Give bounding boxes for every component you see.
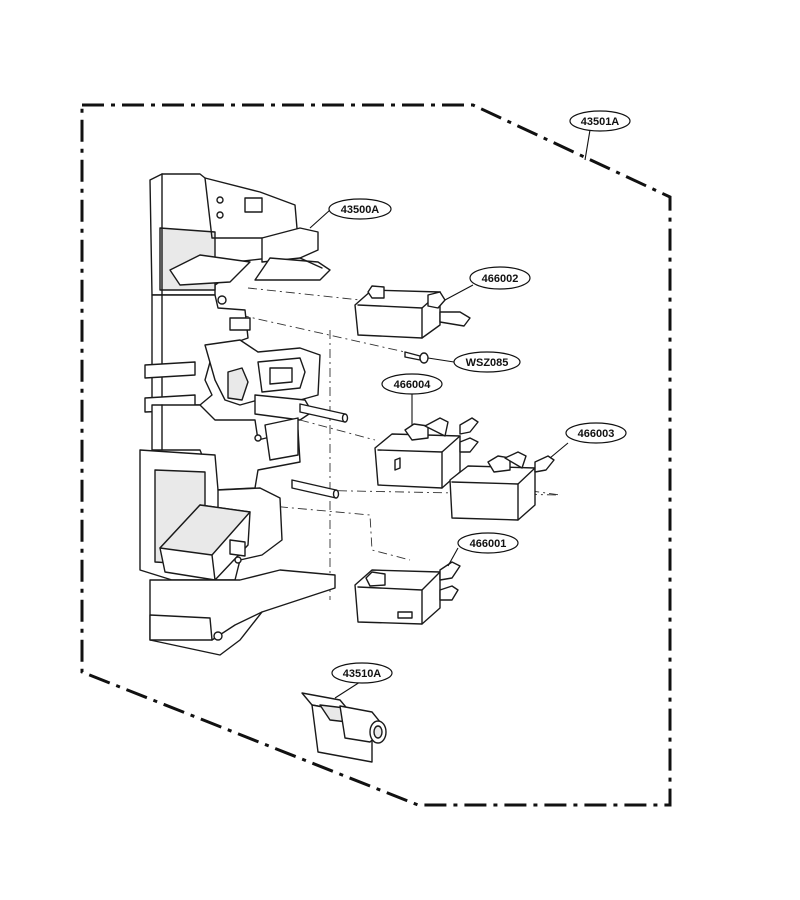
micro-switch-466004 xyxy=(374,417,479,489)
callout-466001: 466001 xyxy=(457,532,519,554)
micro-switch-466003 xyxy=(449,451,555,521)
callout-466003: 466003 xyxy=(565,422,627,444)
assembly-boundary xyxy=(80,103,672,807)
callout-label-WSZ085: WSZ085 xyxy=(466,357,509,369)
callout-label-466004: 466004 xyxy=(394,379,432,391)
callout-466004: 466004 xyxy=(381,373,443,395)
alignment-lines xyxy=(239,287,561,600)
callout-43510A: 43510A xyxy=(331,662,393,684)
micro-switch-466001 xyxy=(354,561,461,625)
callout-label-43501A: 43501A xyxy=(581,116,620,128)
callout-WSZ085: WSZ085 xyxy=(453,351,521,373)
callout-43501A: 43501A xyxy=(569,110,631,132)
callout-label-466003: 466003 xyxy=(578,428,615,440)
callout-43500A: 43500A xyxy=(328,198,392,220)
screw-wsz085 xyxy=(404,351,429,364)
callout-label-43500A: 43500A xyxy=(341,204,380,216)
latch-part-43510a xyxy=(301,692,387,763)
micro-switch-466002 xyxy=(354,285,471,339)
callout-466002: 466002 xyxy=(469,266,531,290)
leader-lines xyxy=(309,129,591,699)
door-latch-frame xyxy=(139,173,349,656)
callout-label-466002: 466002 xyxy=(482,273,519,285)
callout-label-43510A: 43510A xyxy=(343,668,382,680)
callout-label-466001: 466001 xyxy=(470,538,507,550)
